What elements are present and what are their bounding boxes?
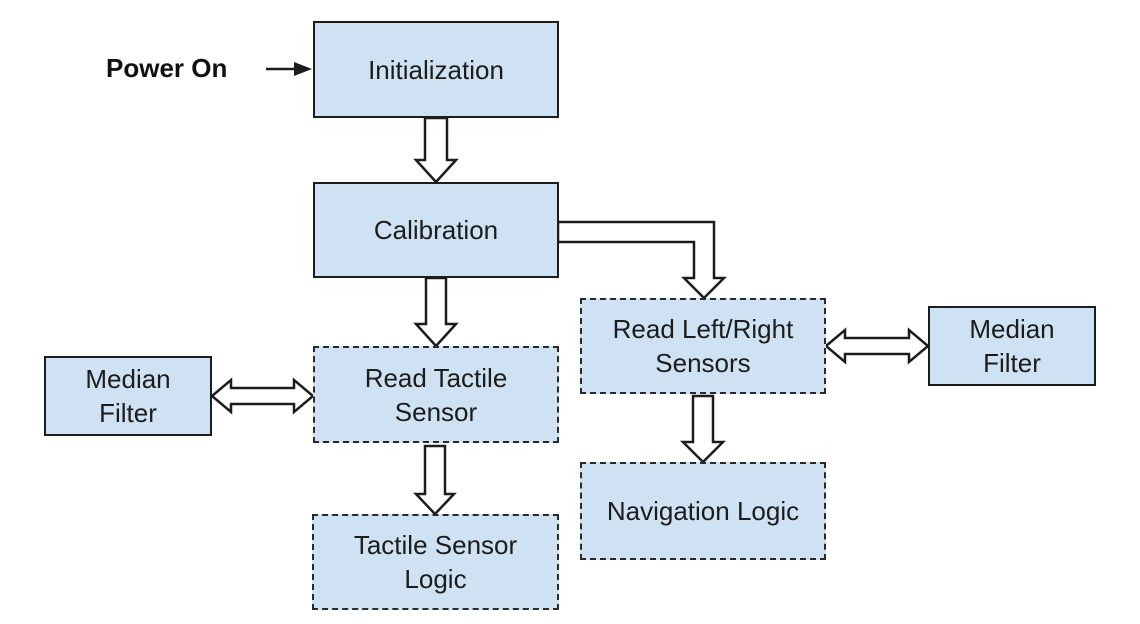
read-tactile-sensor-box: Read Tactile Sensor bbox=[313, 346, 559, 443]
median-filter-right-box: Median Filter bbox=[928, 306, 1096, 386]
tactile-sensor-logic-box: Tactile Sensor Logic bbox=[312, 514, 559, 610]
power-on-label: Power On bbox=[106, 53, 228, 83]
read-left-right-sensors-box: Read Left/Right Sensors bbox=[580, 298, 826, 394]
arrow-left-right-median-right bbox=[824, 327, 930, 365]
calibration-box: Calibration bbox=[313, 182, 559, 278]
arrow-median-left-tactile bbox=[210, 377, 315, 415]
median-filter-left-box: Median Filter bbox=[44, 356, 212, 436]
arrow-calibration-to-tactile bbox=[413, 276, 459, 348]
arrow-init-to-calibration bbox=[413, 116, 459, 184]
navigation-logic-box: Navigation Logic bbox=[580, 462, 826, 560]
power-on-arrow-head bbox=[294, 62, 312, 76]
initialization-box: Initialization bbox=[313, 21, 559, 118]
arrow-tactile-to-logic bbox=[413, 444, 457, 516]
arrow-left-right-to-navigation bbox=[679, 394, 727, 464]
arrow-calibration-to-left-right bbox=[556, 220, 728, 300]
